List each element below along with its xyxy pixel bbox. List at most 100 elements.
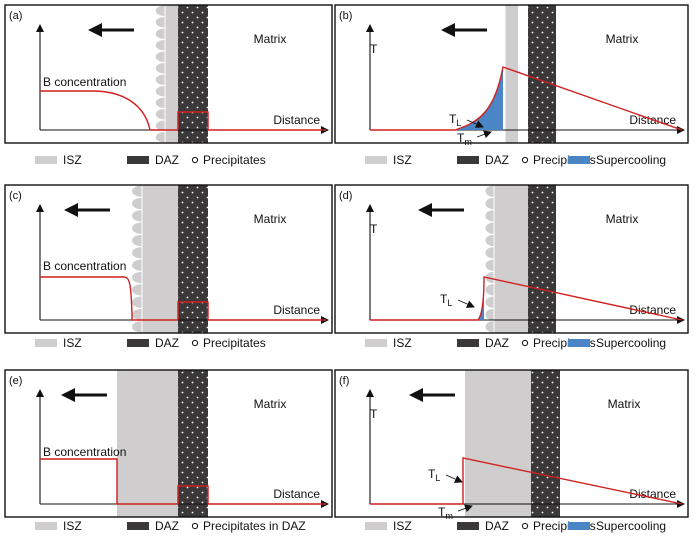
legend-supercooling-swatch — [568, 156, 590, 164]
y-axis-label: B concentration — [43, 445, 126, 459]
isz-band — [465, 370, 531, 517]
y-axis-label: B concentration — [43, 259, 126, 273]
panel-tag: (b) — [339, 10, 352, 22]
legend-daz-swatch — [457, 522, 479, 530]
panel-tag: (d) — [339, 190, 352, 202]
legend-isz-label: ISZ — [393, 519, 412, 533]
legend-daz-label: DAZ — [485, 153, 509, 167]
matrix-label: Matrix — [254, 397, 287, 411]
daz-concentration-step — [177, 301, 326, 321]
legend-isz-label: ISZ — [393, 153, 412, 167]
legend-precipitate-marker — [521, 522, 529, 530]
x-axis-label: Distance — [629, 303, 676, 317]
b-concentration-curve — [40, 276, 178, 321]
b-concentration-curve — [40, 90, 178, 131]
legend-precipitate-marker — [521, 156, 529, 164]
legend-isz-label: ISZ — [63, 336, 82, 350]
legend-daz-swatch — [457, 339, 479, 347]
liquidus-curve — [370, 457, 683, 505]
legend-daz-label: DAZ — [485, 519, 509, 533]
legend-precipitate-label: Precipitates — [203, 336, 266, 350]
precipitate-dots — [528, 5, 556, 143]
tm-label: Tm — [438, 505, 453, 521]
legend-precipitate-marker — [191, 339, 199, 347]
legend-daz-label: DAZ — [155, 519, 179, 533]
growth-arrow-head — [64, 203, 78, 217]
legend-daz-swatch — [127, 156, 149, 164]
panel-frame — [4, 369, 333, 518]
panel-frame — [334, 369, 689, 518]
matrix-label: Matrix — [606, 212, 639, 226]
tl-pointer — [457, 299, 475, 308]
tl-label: TL — [449, 112, 461, 128]
legend-precipitate-marker — [191, 522, 199, 530]
x-axis-label: Distance — [273, 113, 320, 127]
b-concentration-curve — [40, 458, 178, 505]
isz-scallop-edge — [484, 184, 495, 334]
panel-tag: (e) — [9, 375, 22, 387]
matrix-label: Matrix — [606, 32, 639, 46]
legend-isz-swatch — [365, 156, 387, 164]
growth-arrow-head — [409, 388, 423, 402]
legend-isz-swatch — [365, 522, 387, 530]
precipitate-dots — [178, 185, 208, 333]
legend-isz-label: ISZ — [63, 153, 82, 167]
y-axis-label: T — [370, 222, 378, 236]
legend-isz-swatch — [35, 156, 57, 164]
legend-precipitate-label: Precipitates in DAZ — [203, 519, 306, 533]
y-axis-label: T — [370, 407, 378, 421]
legend-daz-swatch — [127, 339, 149, 347]
panel-frame — [4, 184, 333, 334]
growth-arrow-head — [88, 23, 102, 37]
panel-frame — [334, 184, 689, 334]
panel-tag: (c) — [9, 190, 22, 202]
precipitate-dots — [178, 370, 208, 517]
precipitate-dots — [531, 370, 560, 517]
daz-concentration-step — [177, 485, 326, 505]
isz-band — [117, 370, 178, 517]
precipitate-dots — [178, 5, 208, 143]
isz-scallop-edge — [131, 184, 143, 334]
tm-label: Tm — [457, 131, 472, 147]
isz-band — [494, 185, 528, 333]
tl-label: TL — [428, 467, 440, 483]
x-axis-label: Distance — [629, 487, 676, 501]
liquidus-curve — [370, 66, 683, 131]
legend-supercooling-label: Supercooling — [596, 336, 666, 350]
legend-daz-label: DAZ — [155, 336, 179, 350]
legend-supercooling-label: Supercooling — [596, 519, 666, 533]
matrix-label: Matrix — [254, 32, 287, 46]
tm-pointer — [457, 504, 473, 513]
panel-tag: (a) — [9, 10, 22, 22]
daz-concentration-step — [177, 111, 326, 131]
tl-pointer — [466, 119, 484, 128]
legend-supercooling-swatch — [568, 339, 590, 347]
isz-scallop-edge — [154, 4, 166, 144]
legend-isz-swatch — [35, 339, 57, 347]
isz-band — [505, 5, 518, 143]
panel-tag: (f) — [339, 375, 349, 387]
legend-isz-swatch — [35, 522, 57, 530]
legend-daz-swatch — [127, 522, 149, 530]
isz-band — [165, 5, 178, 143]
legend-supercooling-swatch — [568, 522, 590, 530]
matrix-label: Matrix — [608, 397, 641, 411]
panel-frame — [4, 4, 333, 144]
supercooling-region — [455, 67, 503, 130]
y-axis-label: T — [370, 42, 378, 56]
legend-precipitate-marker — [191, 156, 199, 164]
x-axis-label: Distance — [273, 487, 320, 501]
panel-frame — [334, 4, 689, 144]
y-axis-label: B concentration — [43, 75, 126, 89]
matrix-label: Matrix — [254, 212, 287, 226]
legend-precipitate-marker — [521, 339, 529, 347]
legend-isz-swatch — [365, 339, 387, 347]
legend-daz-label: DAZ — [155, 153, 179, 167]
growth-arrow-head — [418, 203, 432, 217]
